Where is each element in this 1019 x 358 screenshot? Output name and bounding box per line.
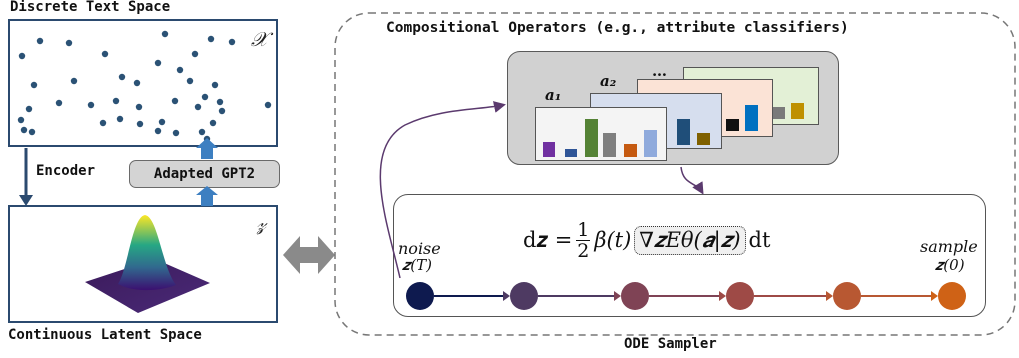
bar xyxy=(677,119,690,145)
discrete-text-space-box: 𝒳 xyxy=(8,19,278,147)
card-label-ellipsis: … xyxy=(652,62,667,80)
equation-lhs: d𝒛 = xyxy=(523,227,573,252)
sample-label: sample xyxy=(920,237,978,256)
fraction-denominator: 2 xyxy=(577,239,590,262)
text-point-dot xyxy=(216,98,224,106)
discrete-text-space-title: Discrete Text Space xyxy=(10,0,171,15)
encoder-arrow xyxy=(19,148,33,206)
bar xyxy=(565,149,577,157)
text-point-dot xyxy=(18,52,26,60)
text-point-dot xyxy=(87,101,95,109)
bidirectional-arrow xyxy=(283,236,335,274)
ode-sampler-title: ODE Sampler xyxy=(624,336,717,352)
text-point-dot xyxy=(101,50,109,58)
text-point-dot xyxy=(135,103,143,111)
bar xyxy=(624,144,637,157)
text-point-dot xyxy=(25,105,33,113)
text-point-dot xyxy=(203,135,211,143)
text-point-dot xyxy=(118,73,126,81)
text-point-dot xyxy=(264,101,272,109)
bar xyxy=(697,133,710,145)
equation-dt: dt xyxy=(748,228,771,252)
bar xyxy=(745,105,758,131)
text-point-dot xyxy=(99,119,107,127)
bar xyxy=(603,133,616,157)
card-label-a2: a₂ xyxy=(600,72,617,90)
text-point-dot xyxy=(228,38,236,46)
text-point-dot xyxy=(201,93,209,101)
bar xyxy=(772,107,785,119)
continuous-latent-space-title: Continuous Latent Space xyxy=(8,327,202,343)
gpt-up-arrow-lower xyxy=(196,186,218,206)
text-point-dot xyxy=(154,59,162,67)
text-point-dot xyxy=(154,127,162,135)
ode-equation: d𝒛 = 1 2 β(t) ∇𝒛Eθ(𝒂|𝒛) dt xyxy=(523,210,770,270)
text-point-dot xyxy=(65,39,73,47)
text-point-dot xyxy=(171,97,179,105)
equation-beta: β(t) xyxy=(594,228,632,252)
card-label-a1: a₁ xyxy=(545,86,562,104)
gaussian-peak xyxy=(118,215,176,291)
bar xyxy=(543,142,555,157)
latent-gaussian-surface xyxy=(85,215,210,313)
encoder-label: Encoder xyxy=(36,163,96,179)
text-point-dot xyxy=(158,118,166,126)
text-point-dot xyxy=(112,97,120,105)
text-point-dot xyxy=(172,129,180,137)
text-point-dot xyxy=(36,37,44,45)
text-point-dot xyxy=(218,107,226,115)
text-point-dot xyxy=(133,79,141,87)
text-point-dot xyxy=(70,77,78,85)
compositional-operators-title: Compositional Operators (e.g., attribute… xyxy=(386,20,849,36)
bar xyxy=(726,119,739,131)
noise-variable: 𝒛(T) xyxy=(402,256,433,274)
discrete-space-symbol: 𝒳 xyxy=(250,27,268,51)
text-point-dot xyxy=(17,116,25,124)
text-point-dot xyxy=(20,126,28,134)
text-point-dot xyxy=(191,50,199,58)
text-point-dot xyxy=(211,81,219,89)
text-point-dot xyxy=(30,81,38,89)
text-point-dot xyxy=(28,128,36,136)
bar xyxy=(644,130,657,157)
text-point-dot xyxy=(209,119,217,127)
fraction-numerator: 1 xyxy=(577,218,590,241)
latent-space-symbol: 𝓏 xyxy=(256,211,266,235)
fraction-bar xyxy=(576,239,591,241)
equation-gradient: ∇𝒛Eθ(𝒂|𝒛) xyxy=(639,227,741,252)
panel-to-equation-arrow xyxy=(680,166,704,195)
equation-gradient-box: ∇𝒛Eθ(𝒂|𝒛) xyxy=(634,225,746,255)
equation-fraction: 1 2 xyxy=(576,218,591,262)
text-points-scatter xyxy=(17,30,272,143)
text-point-dot xyxy=(55,99,63,107)
adapted-gpt2-label: Adapted GPT2 xyxy=(153,166,256,182)
continuous-latent-space-box: 𝓏 xyxy=(8,205,278,323)
sample-variable: 𝒛(0) xyxy=(935,256,965,274)
adapted-gpt2-box: Adapted GPT2 xyxy=(129,160,280,188)
bar xyxy=(791,103,804,119)
text-point-dot xyxy=(161,30,169,38)
text-point-dot xyxy=(186,77,194,85)
classifier-card-1 xyxy=(535,107,667,161)
text-point-dot xyxy=(207,35,215,43)
text-point-dot xyxy=(198,128,206,136)
bar xyxy=(585,119,598,157)
text-point-dot xyxy=(116,115,124,123)
text-point-dot xyxy=(136,120,144,128)
text-point-dot xyxy=(194,103,202,111)
text-point-dot xyxy=(176,66,184,74)
